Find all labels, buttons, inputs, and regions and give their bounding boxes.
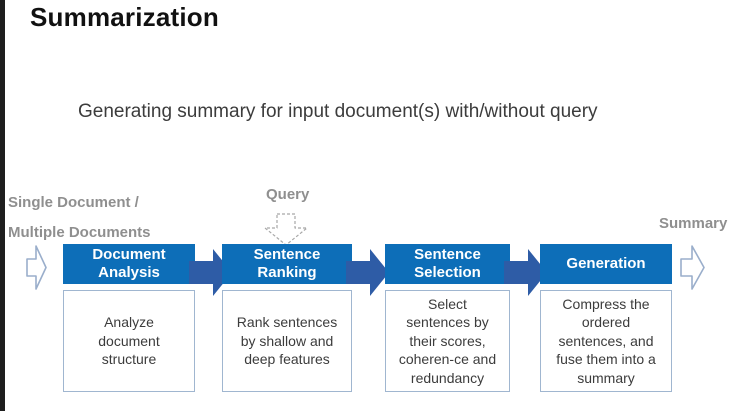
stage-description: Analyze document structure [63, 290, 195, 392]
input-label-line2: Multiple Documents [8, 224, 151, 241]
flow-arrow-icon [346, 249, 389, 296]
stage-header: Sentence Ranking [222, 244, 352, 284]
input-label: Single Document / Multiple Documents [8, 188, 151, 248]
window-edge-bar [0, 0, 5, 411]
output-arrow-icon [680, 245, 705, 290]
flow-arrow-icon [189, 249, 232, 296]
stage-generation: Generation Compress the ordered sentence… [540, 244, 672, 392]
stage-sentence-selection: Sentence Selection Select sentences by t… [385, 244, 510, 392]
flow-arrow-icon [504, 249, 547, 296]
stage-header: Sentence Selection [385, 244, 510, 284]
query-label: Query [266, 186, 310, 203]
stage-header: Document Analysis [63, 244, 195, 284]
page-title: Summarization [30, 2, 219, 32]
summary-label: Summary [659, 215, 728, 232]
stage-description: Compress the ordered sentences, and fuse… [540, 290, 672, 392]
input-label-line1: Single Document / [8, 194, 139, 211]
stage-description: Rank sentences by shallow and deep featu… [222, 290, 352, 392]
input-arrow-icon [26, 245, 47, 290]
stage-document-analysis: Document Analysis Analyze document struc… [63, 244, 195, 392]
slide-subtitle: Generating summary for input document(s)… [78, 101, 598, 122]
stage-sentence-ranking: Sentence Ranking Rank sentences by shall… [222, 244, 352, 392]
stage-description: Select sentences by their scores, cohere… [385, 290, 510, 392]
query-down-arrow-icon [264, 213, 308, 246]
stage-header: Generation [540, 244, 672, 284]
